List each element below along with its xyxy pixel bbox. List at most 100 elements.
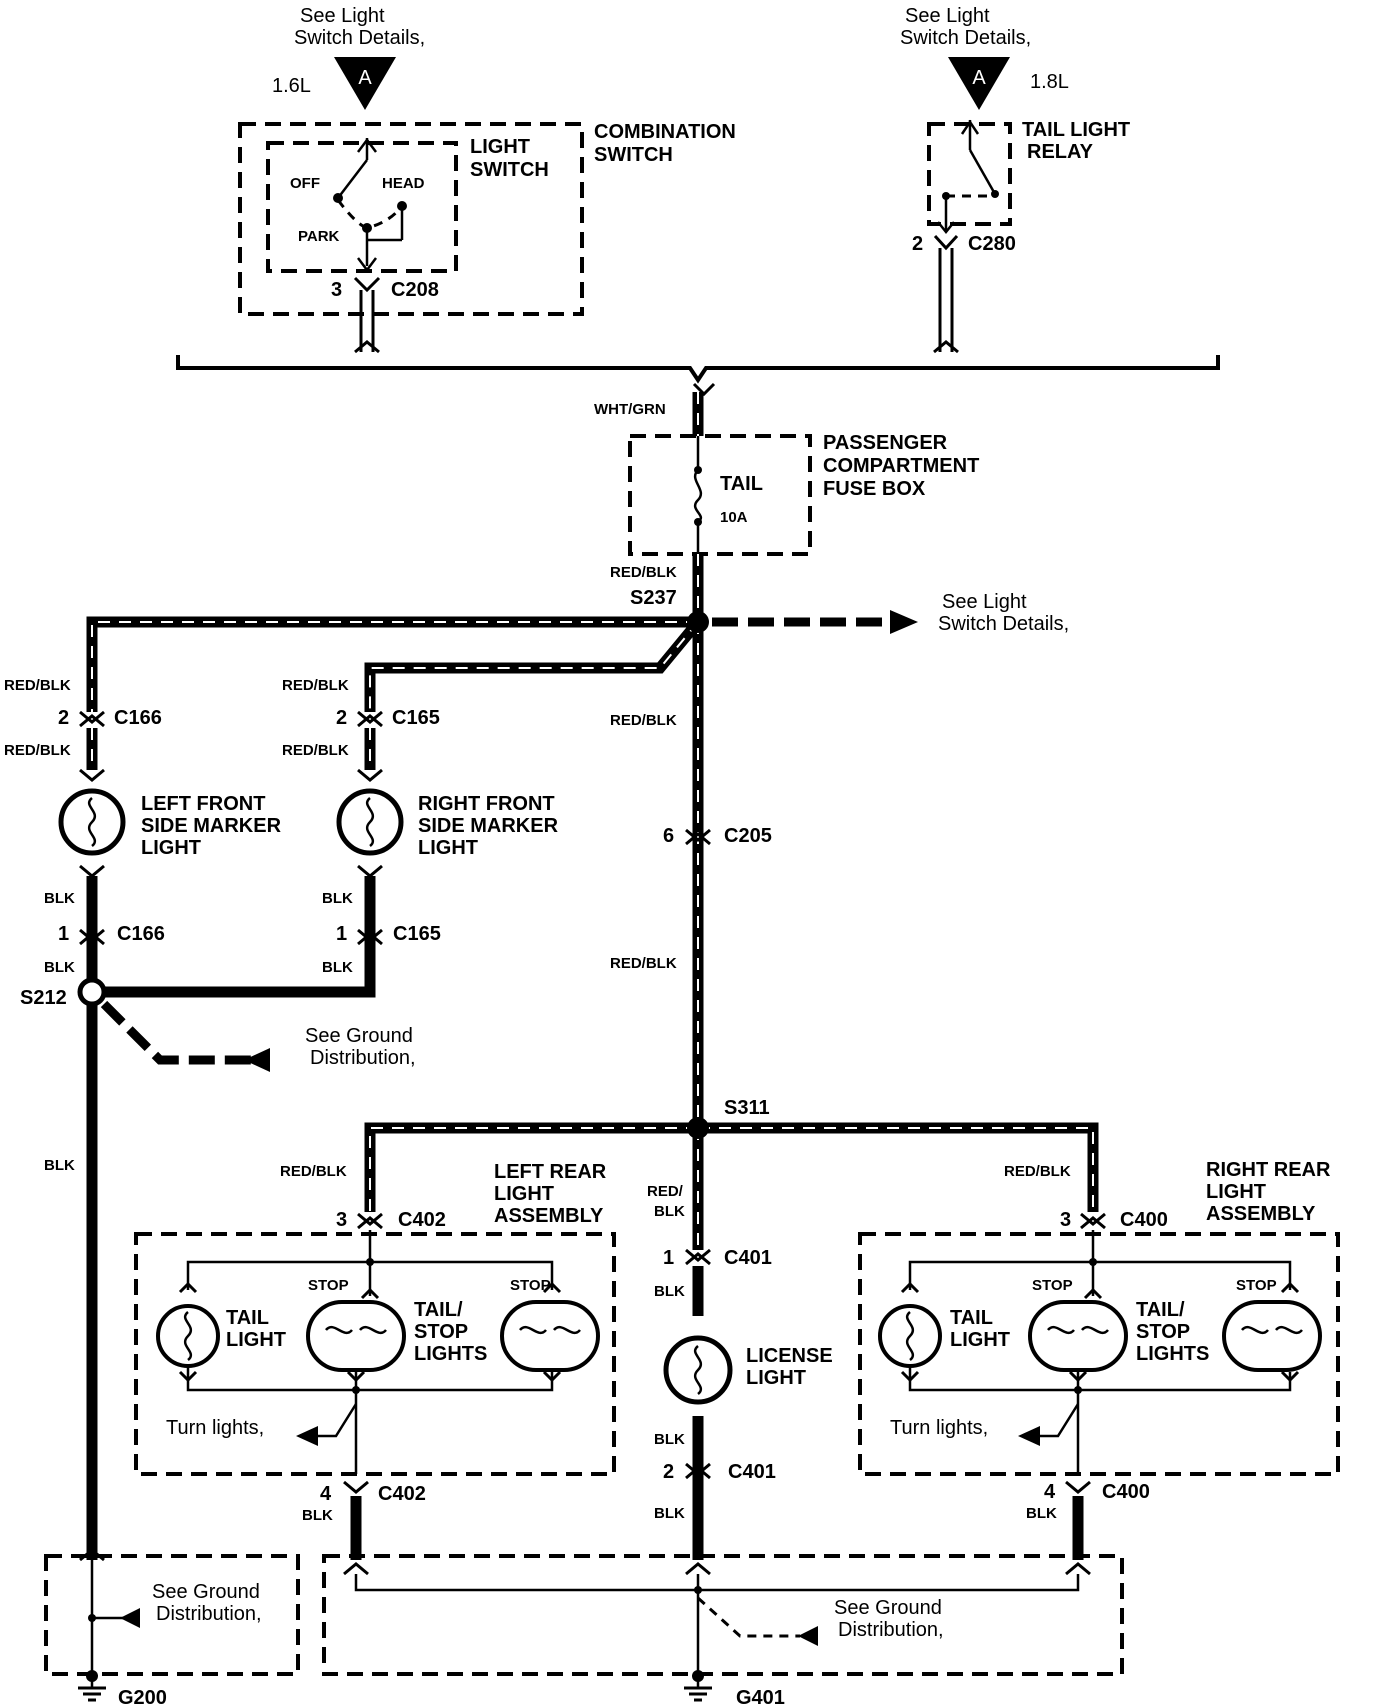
- rr-stop1-label: STOP: [1032, 1277, 1073, 1294]
- g200-note-line2: Distribution,: [156, 1603, 262, 1625]
- ground-symbol-icon: [78, 1686, 106, 1702]
- c208-wire-end-icon: [354, 340, 380, 354]
- lf-wire-bot1-label: BLK: [44, 890, 75, 907]
- switch-park-label: PARK: [298, 228, 340, 245]
- license-connector-top-icon-2: [685, 1252, 711, 1266]
- lr-center-top-terminal: [360, 1287, 380, 1300]
- rf-bulb-bottom-terminal: [357, 864, 383, 878]
- see-light-note-2-line1: See Light: [905, 5, 990, 27]
- reference-a-triangle-icon: [334, 57, 396, 110]
- rf-conn-bot-label: C165: [393, 923, 441, 945]
- lr-tail-bottom-terminal: [178, 1370, 198, 1383]
- c280-connector-icon: [933, 234, 959, 251]
- switch-head-label: HEAD: [382, 175, 425, 192]
- fuse-box-title-line3: FUSE BOX: [823, 478, 926, 500]
- lf-name-line2: SIDE MARKER: [141, 815, 282, 837]
- rr-tailstop-line3: LIGHTS: [1136, 1343, 1209, 1365]
- lf-pin-top-label: 2: [58, 707, 69, 729]
- lr-right-top-terminal: [542, 1281, 562, 1294]
- c208-pin-label: 3: [331, 279, 342, 301]
- rf-connector-top-icon: [357, 710, 383, 724]
- license-name-line1: LICENSE: [746, 1345, 833, 1367]
- lr-right-bottom-terminal: [542, 1370, 562, 1383]
- g401-junction: [694, 1586, 702, 1594]
- lr-stop1-label: STOP: [308, 1277, 349, 1294]
- license-connector-bot-icon-2: [685, 1466, 711, 1480]
- license-connector-bot-icon: [685, 1462, 711, 1476]
- lr-connector-bot-icon: [343, 1480, 369, 1494]
- top-left-reference: See Light Switch Details, 1.6L A: [272, 5, 425, 110]
- rr-wire-bot-label: BLK: [1026, 1505, 1057, 1522]
- s311-splice-dot: [687, 1117, 709, 1139]
- lf-pin-bot-label: 1: [58, 923, 69, 945]
- lf-name-line3: LIGHT: [141, 837, 201, 859]
- splice-s237: S237 See Light Switch Details,: [630, 587, 1069, 635]
- rf-name-line2: SIDE MARKER: [418, 815, 559, 837]
- lr-title-line1: LEFT REAR: [494, 1161, 607, 1183]
- rf-pin-top-label: 2: [336, 707, 347, 729]
- g200-box: [44, 1554, 300, 1676]
- rr-right-top-terminal: [1280, 1281, 1300, 1294]
- lr-conn-bot-label: C402: [378, 1483, 426, 1505]
- source-joining-brace: [176, 355, 1220, 384]
- wire-s311-to-left-rear-stripe: [369, 1127, 698, 1212]
- light-switch-title-line2: SWITCH: [470, 159, 549, 181]
- fuse-box-title-line1: PASSENGER: [823, 432, 948, 454]
- license-pin-top-label: 1: [663, 1247, 674, 1269]
- g401-conn-left-icon: [343, 1562, 369, 1576]
- license-name-line2: LIGHT: [746, 1367, 806, 1389]
- g401-conn-right-icon: [1065, 1562, 1091, 1576]
- rf-bulb-filament: [365, 797, 375, 847]
- license-light: 1 C401 BLK LICENSE LIGHT BLK 2 C401 BLK: [654, 1247, 833, 1560]
- lr-connector-icon: [357, 1212, 383, 1226]
- rr-supply-bus: [908, 1260, 1292, 1290]
- rf-bulb-top-terminal: [357, 768, 383, 782]
- rr-turn-arrow-icon: [1018, 1426, 1040, 1446]
- rf-wire-top2-label: RED/BLK: [282, 742, 349, 759]
- g200-arrow-icon: [120, 1608, 140, 1628]
- fuse-name-label: TAIL: [720, 473, 763, 495]
- c208-connector-label: C208: [391, 279, 439, 301]
- s212-label: S212: [20, 987, 67, 1009]
- lr-tail-top-terminal: [178, 1281, 198, 1294]
- s237-note-line2: Switch Details,: [938, 613, 1069, 635]
- combination-switch-box: [238, 122, 584, 316]
- rr-tailstop-line1: TAIL/: [1136, 1299, 1185, 1321]
- wire-s311-to-right-rear-stripe: [698, 1127, 1094, 1212]
- rr-return-junction: [1074, 1386, 1082, 1394]
- relay-title-line1: TAIL LIGHT: [1022, 119, 1130, 141]
- combination-switch-title-line2: SWITCH: [594, 144, 673, 166]
- license-bulb-filament: [693, 1345, 703, 1395]
- right-front-side-marker: RED/BLK 2 C165 RED/BLK RIGHT FRONT SIDE …: [92, 677, 559, 998]
- rf-connector-bot-icon: [357, 928, 383, 942]
- rr-connector-icon: [1080, 1212, 1106, 1226]
- center-wire1-label: RED/BLK: [610, 712, 677, 729]
- lf-connector-top-icon-2: [79, 714, 105, 728]
- s311-label: S311: [724, 1097, 770, 1119]
- rr-stop-bulb-filament: [1241, 1325, 1303, 1335]
- g200-note-line1: See Ground: [152, 1581, 260, 1603]
- fuse-wire-in-connector-icon: [692, 382, 716, 397]
- lr-pin-label: 3: [336, 1209, 347, 1231]
- lf-bulb-filament: [87, 797, 97, 847]
- license-conn-bot-label: C401: [728, 1461, 776, 1483]
- arrow-left-icon: [244, 1048, 270, 1072]
- rr-tailstop-bulb-icon: [1028, 1300, 1128, 1372]
- g401-note-lead: [696, 1596, 800, 1638]
- rr-connector-icon-2: [1080, 1216, 1106, 1230]
- lr-return-junction: [352, 1386, 360, 1394]
- s212-splice-dot: [77, 977, 107, 1007]
- c208-connector-icon: [353, 276, 381, 293]
- lf-connector-top-icon: [79, 710, 105, 724]
- rr-turn-lead: [1038, 1403, 1080, 1438]
- lr-conn-label: C402: [398, 1209, 446, 1231]
- rr-title-line3: ASSEMBLY: [1206, 1203, 1316, 1225]
- lr-pin-bot-label: 4: [320, 1483, 332, 1505]
- light-switch-contacts-icon: [333, 137, 407, 273]
- rr-tail-bottom-terminal: [900, 1370, 920, 1383]
- rf-name-line3: LIGHT: [418, 837, 478, 859]
- lr-turn-lead: [316, 1403, 358, 1438]
- light-switch-title-line1: LIGHT: [470, 136, 530, 158]
- rr-stop2-label: STOP: [1236, 1277, 1277, 1294]
